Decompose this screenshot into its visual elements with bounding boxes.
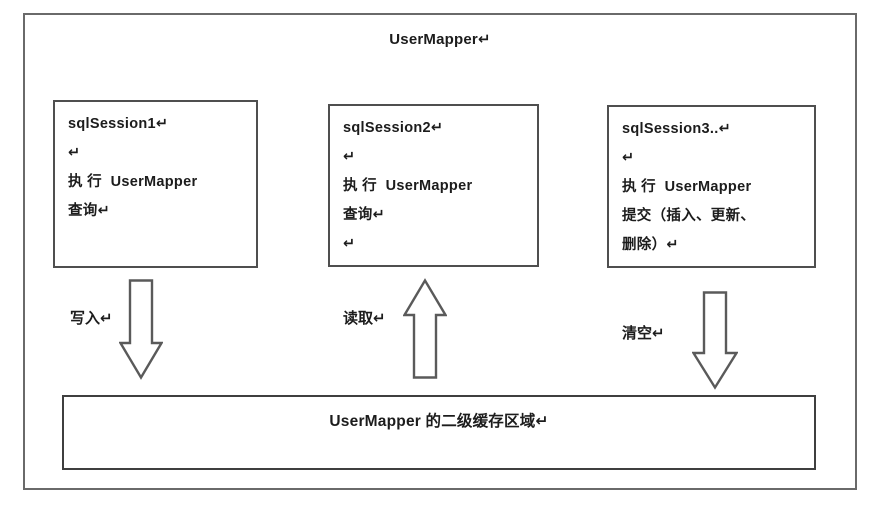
session-box-line: 执 行 UserMapper — [622, 179, 752, 195]
session-box-line: sqlSession2↵ — [343, 120, 444, 136]
paragraph-mark: ↵ — [622, 150, 635, 166]
session-box-line: 删除）↵ — [622, 237, 679, 253]
up-arrow-icon — [403, 278, 447, 379]
paragraph-mark: ↵ — [343, 236, 356, 252]
paragraph-mark: ↵ — [68, 145, 81, 161]
cache-area-box: UserMapper 的二级缓存区域↵ — [62, 395, 816, 470]
session-box-sqlsession2: sqlSession2↵ ↵ 执 行 UserMapper 查询↵ ↵ — [328, 104, 539, 267]
session-box-line: sqlSession3..↵ — [622, 121, 732, 137]
down-arrow-icon — [119, 279, 163, 380]
arrow-label-clear: 清空↵ — [622, 325, 665, 342]
paragraph-mark: ↵ — [343, 149, 356, 165]
cache-area-label: UserMapper 的二级缓存区域↵ — [329, 413, 549, 430]
session-box-sqlsession1: sqlSession1↵ ↵ 执 行 UserMapper 查询↵ — [53, 100, 258, 268]
diagram-title: UserMapper↵ — [389, 31, 491, 48]
session-box-line: 查询↵ — [343, 207, 386, 223]
session-box-line: sqlSession1↵ — [68, 116, 169, 132]
session-box-line: 查询↵ — [68, 203, 111, 219]
session-box-sqlsession3: sqlSession3..↵ ↵ 执 行 UserMapper 提交（插入、更新… — [607, 105, 816, 268]
arrow-label-read: 读取↵ — [343, 310, 386, 327]
session-box-line: 提交（插入、更新、 — [622, 208, 756, 224]
session-box-line: 执 行 UserMapper — [343, 178, 473, 194]
session-box-line: 执 行 UserMapper — [68, 174, 198, 190]
down-arrow-icon — [692, 291, 738, 390]
arrow-label-write: 写入↵ — [70, 310, 113, 327]
